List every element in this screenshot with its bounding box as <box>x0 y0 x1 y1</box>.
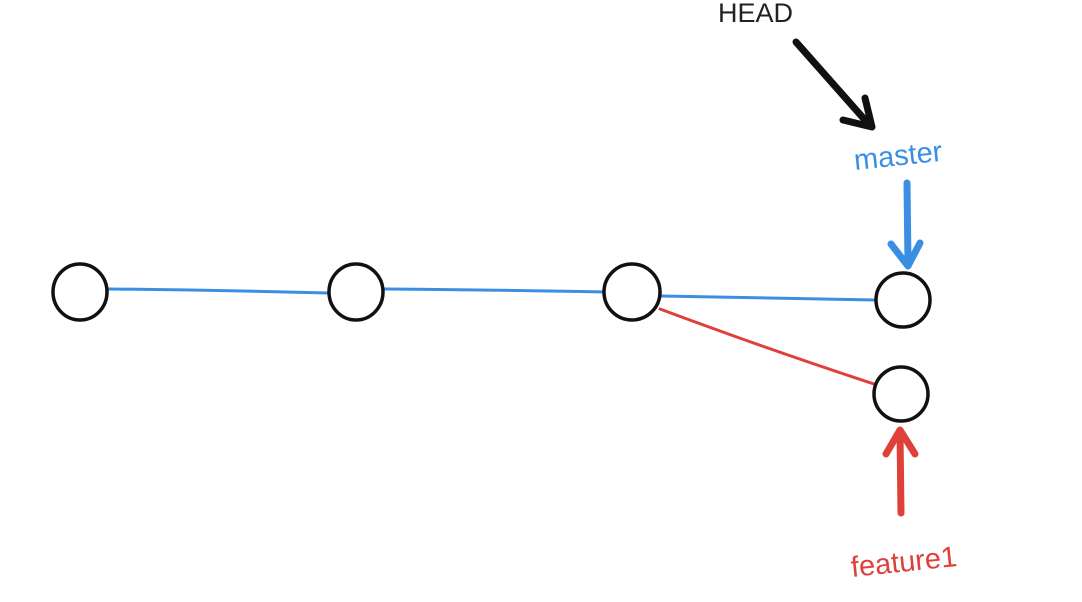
feature1-edge <box>658 307 876 386</box>
master-label: master <box>852 136 944 177</box>
master-edge-1 <box>106 287 330 295</box>
feature1-arrow-tip <box>882 426 919 458</box>
feature1-arrow-shaft <box>896 428 905 517</box>
head-label: HEAD <box>718 0 793 28</box>
head-arrow-shaft <box>792 38 869 124</box>
master-arrow-shaft <box>903 179 912 268</box>
feature1-label: feature1 <box>849 541 958 584</box>
commit-node-1 <box>51 262 109 322</box>
master-edge-3 <box>659 294 877 302</box>
master-commit-node <box>874 271 932 329</box>
feature1-commit-node <box>872 365 930 423</box>
head-arrow-tip <box>839 94 876 131</box>
master-arrow-tip <box>887 239 924 270</box>
master-edge-2 <box>383 287 607 294</box>
commit-node-3 <box>602 262 662 322</box>
commit-node-2 <box>327 262 385 322</box>
